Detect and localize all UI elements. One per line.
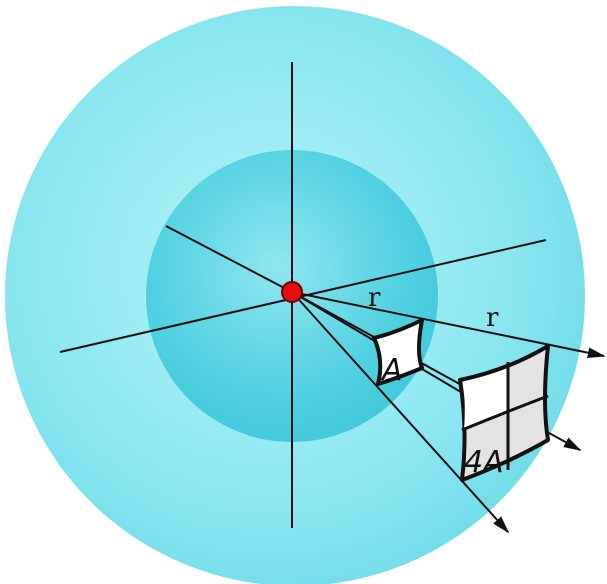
patch-small: A [372, 318, 424, 388]
label-area-large: 4A [464, 445, 504, 480]
ray-top [291, 291, 606, 359]
source-dot [281, 281, 303, 303]
axis-diagonal [165, 225, 293, 293]
label-area-small: A [380, 353, 403, 388]
ray-bottom [291, 291, 510, 534]
axis-horizontal [59, 239, 547, 353]
patch-large: 4A [458, 344, 550, 482]
label-r-outer: r [486, 303, 499, 333]
label-r-inner: r [368, 283, 381, 313]
